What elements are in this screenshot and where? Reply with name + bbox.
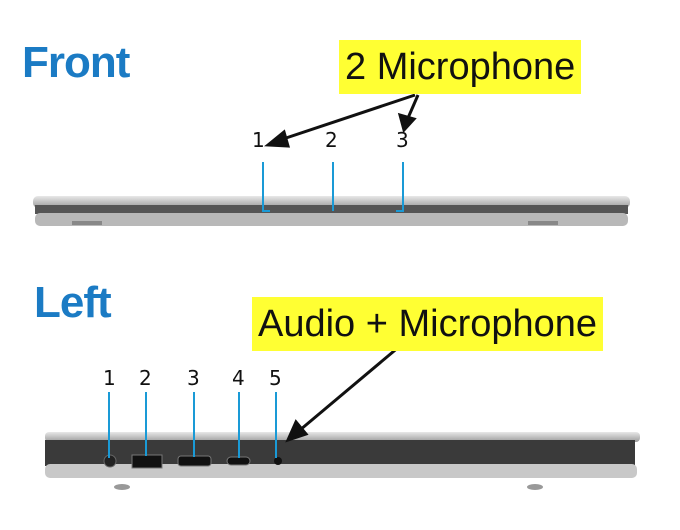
left-label-2: 2: [139, 366, 152, 390]
left-heading: Left: [34, 278, 112, 327]
left-label-4: 4: [232, 366, 245, 390]
left-label-5: 5: [269, 366, 282, 390]
front-label-3: 3: [396, 128, 409, 152]
left-label-3: 3: [187, 366, 200, 390]
front-label-2: 2: [325, 128, 338, 152]
left-callout: Audio + Microphone: [252, 297, 604, 351]
laptop-front-view: [33, 196, 630, 226]
front-arrows: [264, 93, 420, 148]
left-arrow: [285, 344, 401, 443]
left-leader-lines: [108, 392, 277, 458]
front-label-1: 1: [252, 128, 265, 152]
front-heading: Front: [22, 38, 130, 87]
front-leader-lines: [262, 162, 404, 212]
laptop-left-view: [45, 432, 640, 490]
front-callout: 2 Microphone: [339, 40, 582, 94]
left-label-1: 1: [103, 366, 116, 390]
